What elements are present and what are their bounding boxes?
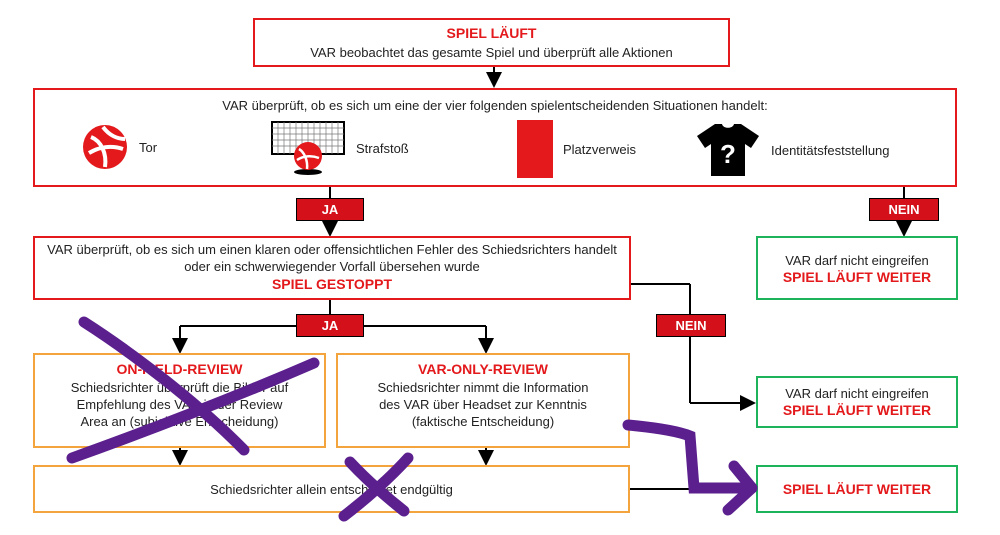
on-field-review-box: ON-FIELD-REVIEW Schiedsrichter überprüft… — [33, 353, 326, 448]
situation-platzverweis-label: Platzverweis — [563, 141, 636, 157]
situation-identitaet-label: Identitätsfeststellung — [771, 142, 890, 158]
situation-strafstoss-label: Strafstoß — [356, 140, 409, 156]
situation-tor-label: Tor — [139, 139, 158, 155]
situation-check-text: VAR überprüft, ob es sich um eine der vi… — [222, 98, 768, 113]
green-top-text: VAR darf nicht eingreifen — [785, 253, 929, 268]
var-only-review-title: VAR-ONLY-REVIEW — [418, 361, 548, 377]
var-only-review-box: VAR-ONLY-REVIEW Schiedsrichter nimmt die… — [336, 353, 630, 448]
spiel-laeuft-box: SPIEL LÄUFT VAR beobachtet das gesamte S… — [253, 18, 730, 67]
green-box-bottom: SPIEL LÄUFT WEITER — [756, 465, 958, 513]
green-mid-text: VAR darf nicht eingreifen — [785, 386, 929, 401]
var-only-review-line2: des VAR über Headset zur Kenntnis — [379, 397, 587, 412]
tag-nein-1: NEIN — [869, 198, 939, 221]
spiel-laeuft-title: SPIEL LÄUFT — [446, 25, 537, 41]
ball-icon — [83, 125, 127, 169]
spiel-laeuft-text: VAR beobachtet das gesamte Spiel und übe… — [310, 45, 673, 60]
svg-text:?: ? — [720, 139, 736, 169]
fehler-check-line2: oder ein schwerwiegender Vorfall überseh… — [184, 259, 480, 274]
situation-tor: Tor — [81, 123, 157, 171]
situation-identitaet: ? Identitätsfeststellung — [695, 122, 890, 178]
spiel-gestoppt-status: SPIEL GESTOPPT — [271, 276, 393, 292]
var-only-review-line1: Schiedsrichter nimmt die Information — [377, 380, 589, 395]
green-box-top: VAR darf nicht eingreifen SPIEL LÄUFT WE… — [756, 236, 958, 300]
red-card-icon — [517, 120, 553, 178]
situation-check-box: VAR überprüft, ob es sich um eine der vi… — [33, 88, 957, 187]
final-decision-box: Schiedsrichter allein entscheidet endgül… — [33, 465, 630, 513]
tag-ja-2: JA — [296, 314, 364, 337]
on-field-review-line2: Empfehlung des VAR in der Review — [76, 397, 283, 412]
var-only-review-line3: (faktische Entscheidung) — [411, 414, 555, 429]
shirt-question-icon: ? — [697, 124, 759, 176]
green-bottom-status: SPIEL LÄUFT WEITER — [782, 481, 932, 497]
situation-platzverweis: Platzverweis — [517, 120, 636, 178]
on-field-review-line1: Schiedsrichter überprüft die Bilder auf — [70, 380, 289, 395]
fehler-check-box: VAR überprüft, ob es sich um einen klare… — [33, 236, 631, 300]
situation-strafstoss: Strafstoß — [270, 120, 409, 176]
final-decision-text: Schiedsrichter allein entscheidet endgül… — [210, 482, 453, 497]
goal-net-ball-icon — [271, 121, 345, 175]
tag-ja-1: JA — [296, 198, 364, 221]
green-top-status: SPIEL LÄUFT WEITER — [782, 269, 932, 285]
green-mid-status: SPIEL LÄUFT WEITER — [782, 402, 932, 418]
fehler-check-line1: VAR überprüft, ob es sich um einen klare… — [47, 242, 617, 257]
on-field-review-line3: Area an (subjektive Entscheidung) — [80, 414, 279, 429]
green-box-mid: VAR darf nicht eingreifen SPIEL LÄUFT WE… — [756, 376, 958, 428]
on-field-review-title: ON-FIELD-REVIEW — [116, 361, 243, 377]
tag-nein-2: NEIN — [656, 314, 726, 337]
